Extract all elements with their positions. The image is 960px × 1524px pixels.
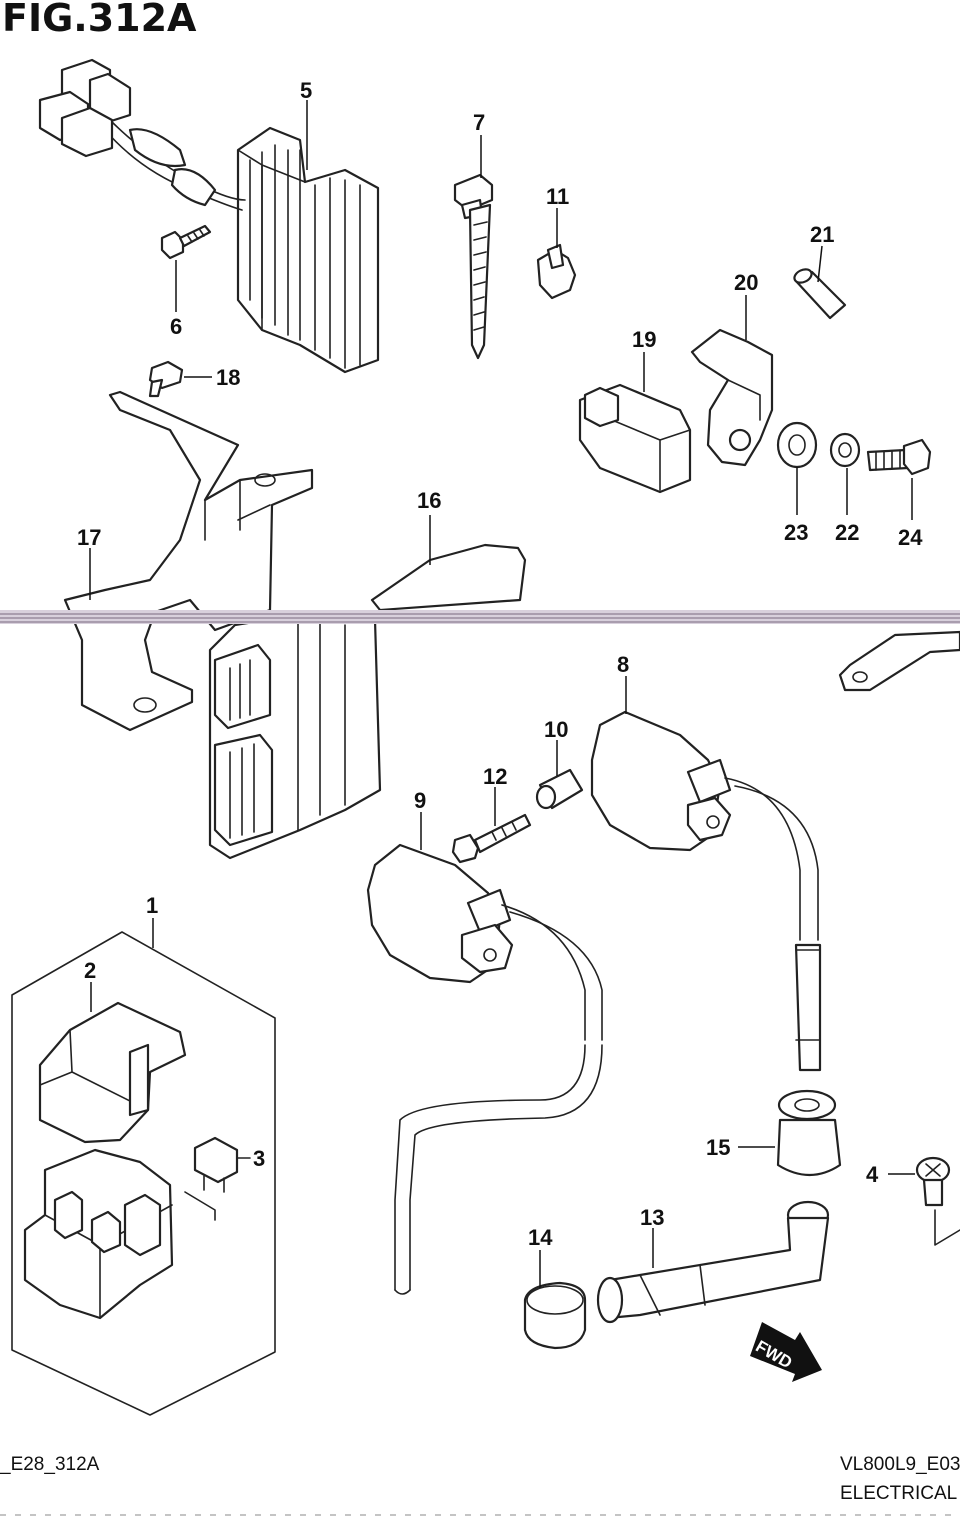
relay-part-19[interactable] <box>578 352 692 494</box>
callout-15: 15 <box>706 1135 730 1160</box>
fuse-part-3[interactable] <box>184 1136 251 1221</box>
bracket-part-17[interactable] <box>63 390 314 732</box>
clip-part-11[interactable] <box>536 208 577 300</box>
pin-part-21[interactable] <box>792 245 847 320</box>
callout-9: 9 <box>414 788 426 813</box>
bracket-part-20[interactable] <box>690 295 774 467</box>
callout-12: 12 <box>483 764 507 789</box>
frame-bracket-fragment <box>838 630 960 692</box>
callout-17: 17 <box>77 525 101 550</box>
callout-1: 1 <box>146 893 158 918</box>
figure-code-right: VL800L9_E03_ <box>840 1454 960 1475</box>
callout-7: 7 <box>473 110 485 135</box>
callout-10: 10 <box>544 717 568 742</box>
screw-part-4[interactable] <box>888 1156 960 1246</box>
callout-18: 18 <box>216 365 240 390</box>
figure-code-left: _E28_312A <box>0 1454 100 1475</box>
callout-4: 4 <box>866 1162 879 1187</box>
callout-2: 2 <box>84 958 96 983</box>
callout-5: 5 <box>300 78 312 103</box>
ignition-coil-part-9[interactable] <box>366 812 603 1295</box>
callout-16: 16 <box>417 488 441 513</box>
callout-23: 23 <box>784 520 808 545</box>
figure-title: FIG.312A <box>2 0 197 40</box>
relay-cover-part-2[interactable] <box>38 982 187 1144</box>
screw-part-18[interactable] <box>148 360 212 398</box>
collar-part-22[interactable] <box>829 432 861 515</box>
callout-19: 19 <box>632 327 656 352</box>
plug-cap-part-13[interactable] <box>596 1200 830 1324</box>
callout-14: 14 <box>528 1225 553 1250</box>
cable-tie-part-7[interactable] <box>453 135 494 360</box>
callout-22: 22 <box>835 520 859 545</box>
regulator-rectifier-part[interactable] <box>38 58 380 374</box>
section-label: ELECTRICAL <box>840 1483 958 1504</box>
callout-6: 6 <box>170 314 182 339</box>
ring-part-14[interactable] <box>523 1250 587 1350</box>
callout-3: 3 <box>253 1146 265 1171</box>
fwd-direction-arrow: FWD <box>750 1322 822 1382</box>
callout-8: 8 <box>617 652 629 677</box>
bolt-part-12[interactable] <box>451 787 532 864</box>
assembly-group-part-1[interactable] <box>11 918 276 1416</box>
bolt-part-24[interactable] <box>866 438 932 520</box>
callout-24: 24 <box>898 525 923 550</box>
spacer-part-10[interactable] <box>535 740 584 810</box>
callout-20: 20 <box>734 270 758 295</box>
bolt-part-6[interactable] <box>160 224 212 312</box>
callout-21: 21 <box>810 222 834 247</box>
ecu-part-16[interactable] <box>208 515 527 860</box>
scan-artifact-band <box>0 610 960 624</box>
ignition-coil-part-8[interactable] <box>590 676 822 1072</box>
washer-part-23[interactable] <box>776 421 818 515</box>
relay-base <box>23 1148 174 1320</box>
callout-13: 13 <box>640 1205 664 1230</box>
grommet-part-15[interactable] <box>738 1089 842 1176</box>
callout-11: 11 <box>546 184 569 209</box>
